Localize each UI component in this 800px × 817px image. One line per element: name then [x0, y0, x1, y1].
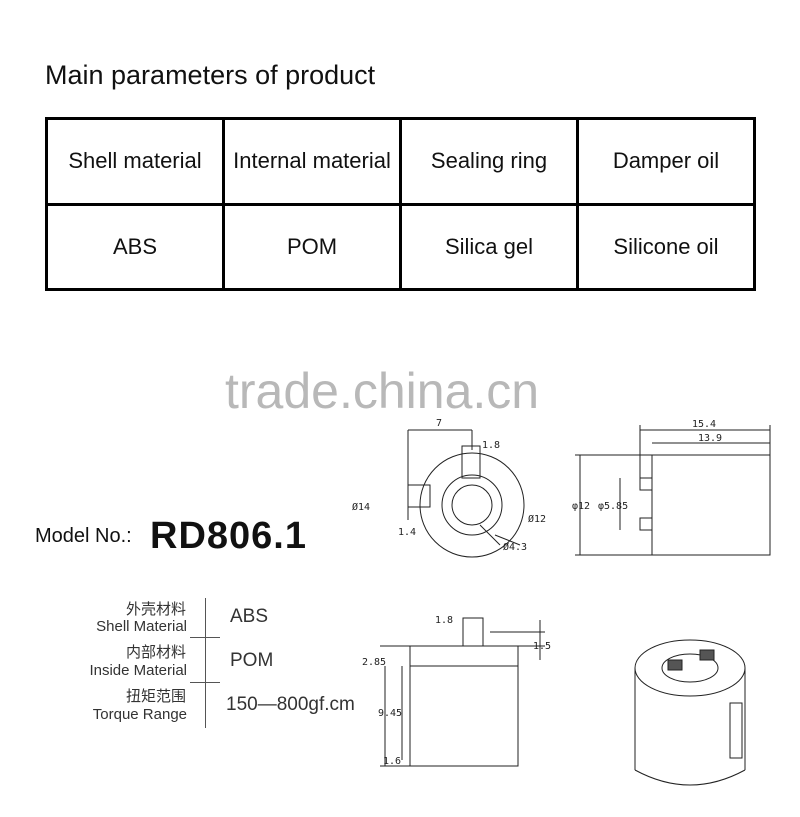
spec-inside-en: Inside Material [89, 662, 187, 679]
table-cell: ABS [45, 202, 225, 291]
dim-front-outer: Ø14 [352, 501, 370, 513]
dim-front-mid: Ø12 [528, 513, 546, 525]
elevation-view [380, 617, 545, 767]
table-cell: Silicone oil [576, 202, 756, 291]
model-number: RD806.1 [150, 515, 307, 557]
table-cell: Silica gel [399, 202, 579, 291]
dim-bottom-flange: 2.85 [362, 657, 386, 668]
spec-tick [190, 637, 220, 638]
spec-shell-cn: 外壳材料 [125, 600, 186, 618]
dim-bottom-key: 1.8 [435, 615, 453, 626]
table-header-cell: Damper oil [576, 117, 756, 206]
table-header-cell: Internal material [222, 117, 402, 206]
front-view [407, 429, 525, 558]
dim-side-step: φ5.85 [598, 501, 628, 512]
dim-bottom-keyheight: 1.5 [533, 641, 551, 652]
table-row: ABS POM Silica gel Silicone oil [45, 202, 756, 291]
spec-torque-value: 150—800gf.cm [226, 694, 355, 715]
spec-inside-value: POM [230, 650, 274, 671]
model-label: Model No.: [35, 525, 132, 547]
table-header-row: Shell material Internal material Sealing… [45, 117, 756, 206]
dim-side-dia: φ12 [572, 501, 590, 512]
isometric-view [634, 639, 746, 786]
spec-shell-en: Shell Material [96, 618, 187, 635]
dim-bottom-base: 1.6 [383, 756, 401, 767]
dim-bottom-height: 9.45 [378, 708, 402, 719]
watermark: trade.china.cn [225, 363, 540, 419]
spec-torque-en: Torque Range [92, 706, 187, 723]
dim-front-bore: Ø4.3 [503, 541, 527, 553]
dim-side-total: 15.4 [692, 419, 716, 430]
spec-tick [190, 682, 220, 683]
dim-side-body: 13.9 [698, 433, 722, 444]
spec-shell-value: ABS [230, 606, 269, 627]
section-heading: Main parameters of product [45, 60, 376, 90]
spec-torque-cn: 扭矩范围 [125, 687, 186, 705]
side-view [575, 425, 771, 556]
table-header-cell: Sealing ring [399, 117, 579, 206]
dim-front-offset: 1.4 [398, 527, 416, 538]
parameters-table: Shell material Internal material Sealing… [45, 117, 756, 291]
spec-divider [205, 598, 206, 728]
dim-front-width: 7 [436, 418, 442, 429]
dim-front-key: 1.8 [482, 440, 500, 451]
table-header-cell: Shell material [45, 117, 225, 206]
table-cell: POM [222, 202, 402, 291]
spec-inside-cn: 内部材料 [125, 643, 186, 661]
